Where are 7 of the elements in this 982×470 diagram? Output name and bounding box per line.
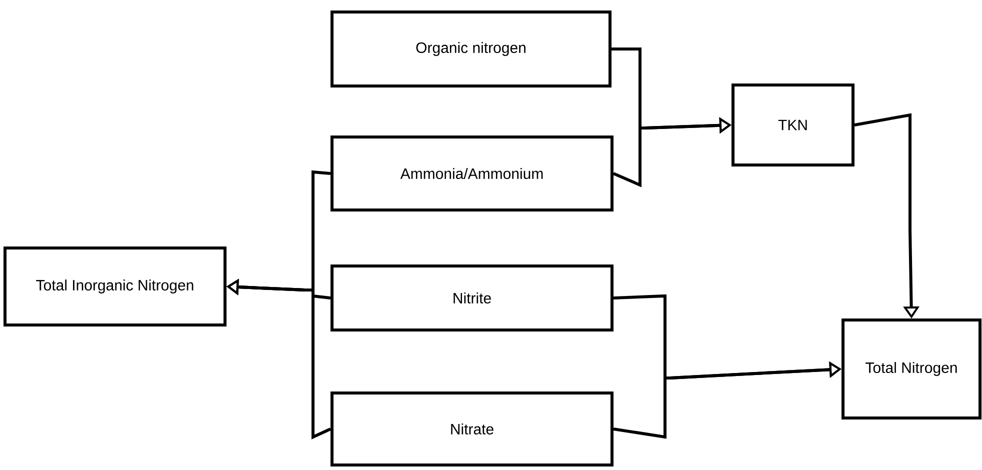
process-box: Organic nitrogen [330,10,612,88]
process-box: Nitrite [330,264,614,332]
process-box: Nitrate [330,392,614,466]
process-box: Total Inorganic Nitrogen [4,246,226,326]
process-box: Ammonia/Ammonium [330,136,614,212]
process-box: TKN [732,84,854,166]
process-box: Total Nitrogen [842,318,982,420]
